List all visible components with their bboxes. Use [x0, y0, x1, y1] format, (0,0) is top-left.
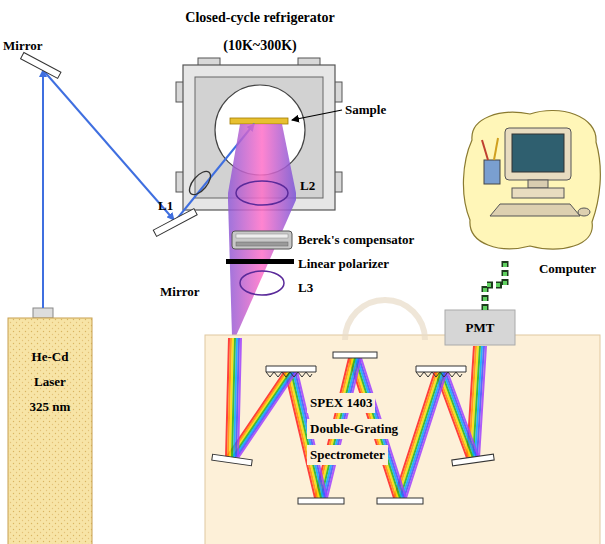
laser-body-part — [8, 318, 92, 544]
berek-compensator-part — [236, 234, 288, 238]
lens-l2-l3-part — [236, 181, 288, 205]
light-ray — [238, 338, 486, 498]
component-label: Berek's compensator — [298, 232, 414, 248]
node-text: Spectrometer — [307, 445, 388, 465]
computer-icon-part — [512, 188, 564, 198]
berek-compensator-part — [232, 231, 292, 249]
refrigerator-box: Closed-cycle refrigerator(10K~300K) — [140, 4, 380, 210]
cable-connector — [485, 260, 505, 310]
computer-icon-part — [494, 138, 498, 160]
node-text: Double-Grating — [307, 419, 401, 439]
berek-compensator-part — [236, 242, 288, 246]
spectrometer-optics-part — [212, 454, 252, 466]
component-label: Linear polarizer — [298, 256, 389, 272]
spectrometer-optics-part — [266, 372, 312, 377]
sample-leader — [292, 110, 342, 120]
berek-compensator — [232, 231, 292, 249]
sample-leader-part — [292, 110, 342, 120]
computer-icon-box: Computer — [465, 110, 600, 260]
excitation-beam-part — [42, 70, 44, 308]
lens-l1-part — [186, 168, 215, 198]
excitation-beam — [43, 70, 254, 308]
spectrometer-optics-part — [452, 454, 494, 466]
mirror-symbol-part — [21, 52, 61, 78]
computer-icon-part — [512, 134, 564, 172]
node-text: Closed-cycle refrigerator — [140, 4, 380, 32]
spectrometer-body-part — [345, 300, 425, 340]
computer-icon-part — [505, 128, 571, 180]
laser-body — [8, 308, 92, 544]
mirror-symbol — [21, 52, 198, 236]
computer-icon — [463, 110, 600, 249]
laser-body-part — [33, 308, 53, 318]
emission-cone — [228, 124, 296, 336]
refrigerator-housing-part — [230, 118, 288, 124]
lens-l2-l3-part — [240, 271, 284, 295]
cable-bead — [485, 260, 505, 310]
computer-icon-part — [490, 204, 580, 216]
sample-label: Sample — [345, 102, 386, 118]
node-text: (10K~300K) — [140, 32, 380, 60]
laser-box: He-CdLaser325 nm — [8, 318, 92, 544]
lens-label: L1 — [158, 198, 173, 214]
pmt-box: PMT — [445, 310, 515, 345]
node-text: PMT — [445, 310, 515, 345]
spectrometer-optics-part — [416, 366, 466, 372]
spectrometer-optics-part — [333, 352, 377, 358]
computer-icon-part — [482, 140, 488, 160]
dispersed-light — [226, 338, 486, 498]
lens-label: L2 — [300, 178, 315, 194]
node-text: SPEX 1403 — [307, 393, 375, 413]
spectrometer-box: SPEX 1403Double-GratingSpectrometer — [205, 335, 600, 544]
spectrometer-optics-part — [416, 372, 462, 377]
node-text: 325 nm — [8, 394, 92, 419]
node-text: He-Cd — [8, 344, 92, 369]
spectrometer-body — [205, 300, 600, 544]
pmt-housing-part — [445, 310, 515, 345]
computer-icon-part — [463, 110, 600, 249]
mirror-label: Mirror — [160, 284, 199, 300]
lens-label: L3 — [298, 280, 313, 296]
emission-cone-part — [228, 124, 296, 336]
cable-line — [485, 260, 505, 310]
node-text: Computer — [465, 260, 596, 278]
mirror-label: Mirror — [3, 38, 42, 54]
excitation-beam-part — [43, 70, 174, 220]
lens-l1 — [186, 168, 215, 198]
spectrometer-body-part — [205, 335, 600, 544]
lens-l2-l3 — [236, 181, 288, 295]
computer-icon-part — [578, 208, 590, 216]
spectrometer-optics-part — [377, 498, 423, 504]
pmt-housing — [445, 310, 515, 345]
computer-icon-part — [484, 160, 500, 184]
spectrometer-optics-part — [266, 366, 316, 372]
node-text: Laser — [8, 369, 92, 394]
spectrometer-optics — [212, 352, 494, 504]
computer-icon-part — [528, 180, 548, 188]
spectrometer-optics-part — [298, 498, 344, 504]
linear-polarizer — [226, 259, 294, 264]
linear-polarizer-part — [226, 259, 294, 264]
